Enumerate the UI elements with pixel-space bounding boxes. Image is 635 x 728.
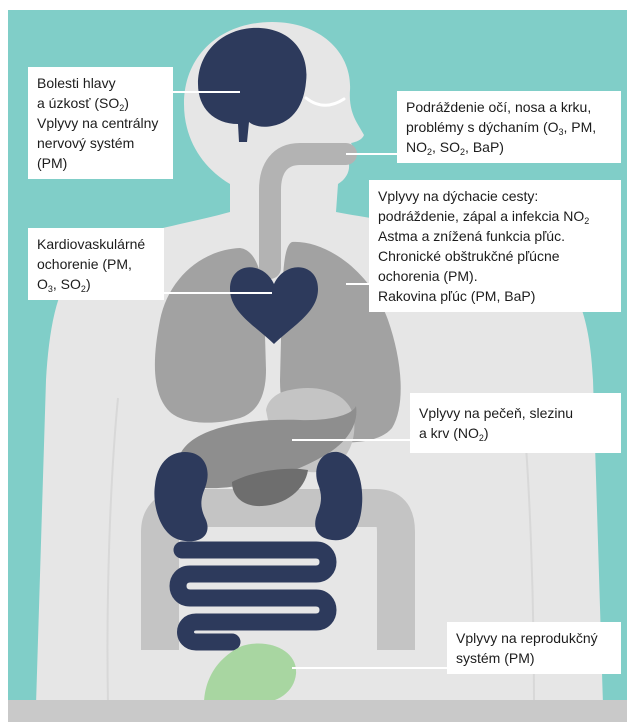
callout-line: nervový systém	[37, 133, 164, 153]
callout-text: O	[37, 276, 48, 292]
callout-line: NO2, SO2, BaP)	[406, 137, 612, 157]
callout-text: a úzkosť (SO	[37, 95, 119, 111]
callout-text: problémy s dýchaním (O	[406, 119, 559, 135]
callout-line: Podráždenie očí, nosa a krku,	[406, 97, 612, 117]
callout-line: podráždenie, zápal a infekcia NO2	[378, 206, 612, 226]
callout-text: Bolesti hlavy	[37, 75, 116, 91]
callout-liver-spleen-blood: Vplyvy na pečeň, slezinu a krv (NO2)	[410, 393, 621, 453]
callout-text: NO	[406, 139, 427, 155]
callout-reproductive: Vplyvy na reprodukčný systém (PM)	[447, 622, 621, 674]
callout-line: Vplyvy na dýchacie cesty:	[378, 186, 612, 206]
callout-text: Vplyvy na pečeň, slezinu	[419, 405, 573, 421]
callout-text: Kardiovaskulárné	[37, 236, 145, 252]
callout-text: (PM)	[37, 155, 67, 171]
callout-text: , BaP)	[465, 139, 504, 155]
callout-text: Podráždenie očí, nosa a krku,	[406, 99, 591, 115]
callout-line: Vplyvy na pečeň, slezinu	[419, 403, 612, 423]
callout-line: Chronické obštrukčné pľúcne	[378, 246, 612, 266]
callout-text: ochorenie (PM,	[37, 256, 132, 272]
callout-line: ochorenia (PM).	[378, 266, 612, 286]
callout-cardiovascular: Kardiovaskulárné ochorenie (PM, O3, SO2)	[28, 228, 164, 300]
callout-line: ochorenie (PM,	[37, 254, 155, 274]
callout-text: podráždenie, zápal a infekcia NO	[378, 208, 584, 224]
callout-text: Rakovina pľúc (PM, BaP)	[378, 288, 535, 304]
callout-line: problémy s dýchaním (O3, PM,	[406, 117, 612, 137]
callout-text: a krv (NO	[419, 425, 479, 441]
callout-text: )	[484, 425, 489, 441]
callout-line: Rakovina pľúc (PM, BaP)	[378, 286, 612, 306]
callout-line: Astma a znížená funkcia pľúc.	[378, 226, 612, 246]
callout-line: Vplyvy na centrálny	[37, 113, 164, 133]
callout-line: O3, SO2)	[37, 274, 155, 294]
callout-headache: Bolesti hlavy a úzkosť (SO2) Vplyvy na cen…	[28, 67, 173, 179]
callout-line: (PM)	[37, 153, 164, 173]
callout-text: Chronické obštrukčné pľúcne	[378, 248, 560, 264]
callout-text: nervový systém	[37, 135, 134, 151]
callout-text: Astma a znížená funkcia pľúc.	[378, 228, 565, 244]
callout-text: , SO	[53, 276, 81, 292]
callout-text: Vplyvy na reprodukčný	[456, 630, 598, 646]
callout-eyes-nose-throat: Podráždenie očí, nosa a krku, problémy s …	[397, 91, 621, 163]
callout-text: ochorenia (PM).	[378, 268, 478, 284]
floor-band	[8, 700, 627, 722]
callout-line: a krv (NO2)	[419, 423, 612, 443]
callout-text: Vplyvy na dýchacie cesty:	[378, 188, 538, 204]
callout-text: , SO	[432, 139, 460, 155]
callout-text: Vplyvy na centrálny	[37, 115, 158, 131]
callout-text: )	[124, 95, 129, 111]
callout-text: , PM,	[564, 119, 597, 135]
callout-line: a úzkosť (SO2)	[37, 93, 164, 113]
callout-text: systém (PM)	[456, 650, 535, 666]
subscript: 2	[584, 216, 589, 226]
callout-line: systém (PM)	[456, 648, 612, 668]
callout-line: Bolesti hlavy	[37, 73, 164, 93]
callout-text: )	[86, 276, 91, 292]
callout-airways: Vplyvy na dýchacie cesty: podráždenie, zá…	[369, 180, 621, 312]
callout-line: Kardiovaskulárné	[37, 234, 155, 254]
callout-line: Vplyvy na reprodukčný	[456, 628, 612, 648]
